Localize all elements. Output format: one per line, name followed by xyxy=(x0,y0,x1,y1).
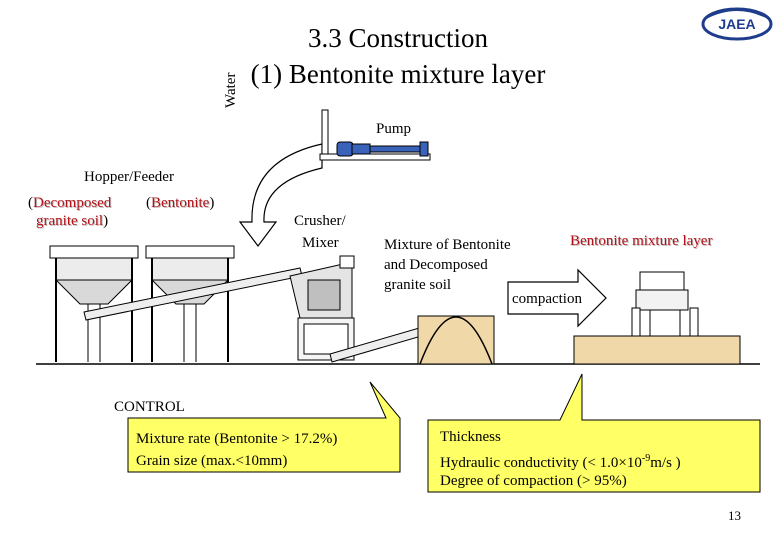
logo-text: JAEA xyxy=(718,16,755,32)
conductivity-exponent: -9 xyxy=(641,453,651,464)
slide-title-line1: 3.3 Construction xyxy=(308,23,488,53)
layer-callout-compaction: Degree of compaction (> 95%) xyxy=(440,473,627,489)
mixer-callout-line1: Mixture rate (Bentonite > 17.2%) xyxy=(136,431,338,447)
mixture-label-line2: and Decomposed xyxy=(384,257,488,273)
soil-pile xyxy=(417,315,495,365)
conductivity-text-post: m/s ) xyxy=(650,455,681,471)
hopper-1-icon xyxy=(49,245,139,362)
compaction-arrow xyxy=(507,268,607,328)
layer-callout-bubble xyxy=(427,373,761,493)
bentonite-close-paren: ) xyxy=(209,195,215,211)
mixture-label-line3: granite soil xyxy=(384,277,452,293)
decomposed-open-paren: ( xyxy=(28,195,33,211)
bentonite-text: Bentonite xyxy=(151,195,210,211)
layer-callout-conductivity: Hydraulic conductivity (< 1.0×10-9m/s ) xyxy=(440,450,681,472)
bentonite-mixture-layer-label: Bentonite mixture layer xyxy=(570,233,713,249)
pump-label: Pump xyxy=(376,121,412,137)
decomposed-label: (Decomposed xyxy=(28,194,111,212)
page-number: 13 xyxy=(728,508,741,523)
control-label: CONTROL xyxy=(114,399,185,415)
layer-callout-thickness: Thickness xyxy=(440,429,501,445)
bentonite-label: (Bentonite) xyxy=(146,194,214,212)
granite-close-paren: ) xyxy=(103,213,109,229)
compaction-label: compaction xyxy=(512,291,582,307)
compacted-layer xyxy=(573,335,741,365)
slide-title-line2: (1) Bentonite mixture layer xyxy=(250,59,546,89)
water-arrow xyxy=(238,143,323,247)
hopper-feeder-label: Hopper/Feeder xyxy=(84,169,174,185)
granite-label: granite soil) xyxy=(36,212,108,230)
mixture-label-line1: Mixture of Bentonite xyxy=(384,237,511,253)
granite-text: granite soil xyxy=(36,213,104,229)
roller-icon xyxy=(631,271,699,337)
decomposed-text: Decomposed xyxy=(33,195,112,211)
jaea-logo: JAEA xyxy=(701,7,773,41)
water-label: Water xyxy=(223,72,239,108)
bentonite-open-paren: ( xyxy=(146,195,151,211)
mixer-callout-bubble xyxy=(127,381,401,473)
conductivity-text-pre: Hydraulic conductivity (< 1.0×10 xyxy=(440,455,642,471)
crusher-label-line1: Crusher/ xyxy=(294,213,346,229)
pump-icon xyxy=(319,109,431,161)
mixer-callout-line2: Grain size (max.<10mm) xyxy=(136,453,288,469)
logo-arc xyxy=(705,9,769,19)
crusher-label-line2: Mixer xyxy=(302,235,339,251)
